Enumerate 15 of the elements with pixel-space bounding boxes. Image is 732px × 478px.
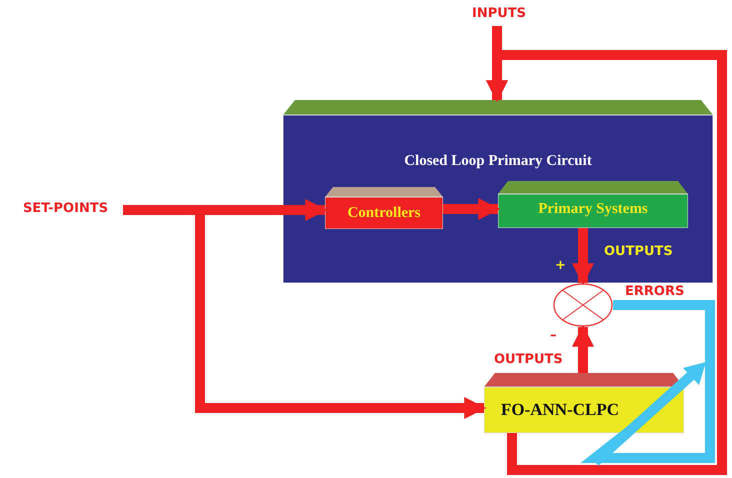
block-label: Primary Systems xyxy=(537,200,649,219)
block-label: Controllers xyxy=(346,204,422,223)
text-label: SET-POINTS xyxy=(22,201,110,216)
edge-label: OUTPUTS xyxy=(493,352,564,367)
arrow xyxy=(443,198,500,220)
block-label: FO-ANN-CLPC xyxy=(500,400,620,420)
arrow xyxy=(572,228,594,286)
sign-label: + xyxy=(554,258,567,273)
edge-label: OUTPUTS xyxy=(603,244,674,259)
title: Closed Loop Primary Circuit xyxy=(403,153,593,170)
text-label: INPUTS xyxy=(470,6,528,21)
sign-label: – xyxy=(549,328,558,343)
arrow xyxy=(572,324,594,373)
edge-label: ERRORS xyxy=(624,284,686,299)
connector-line xyxy=(580,300,715,463)
